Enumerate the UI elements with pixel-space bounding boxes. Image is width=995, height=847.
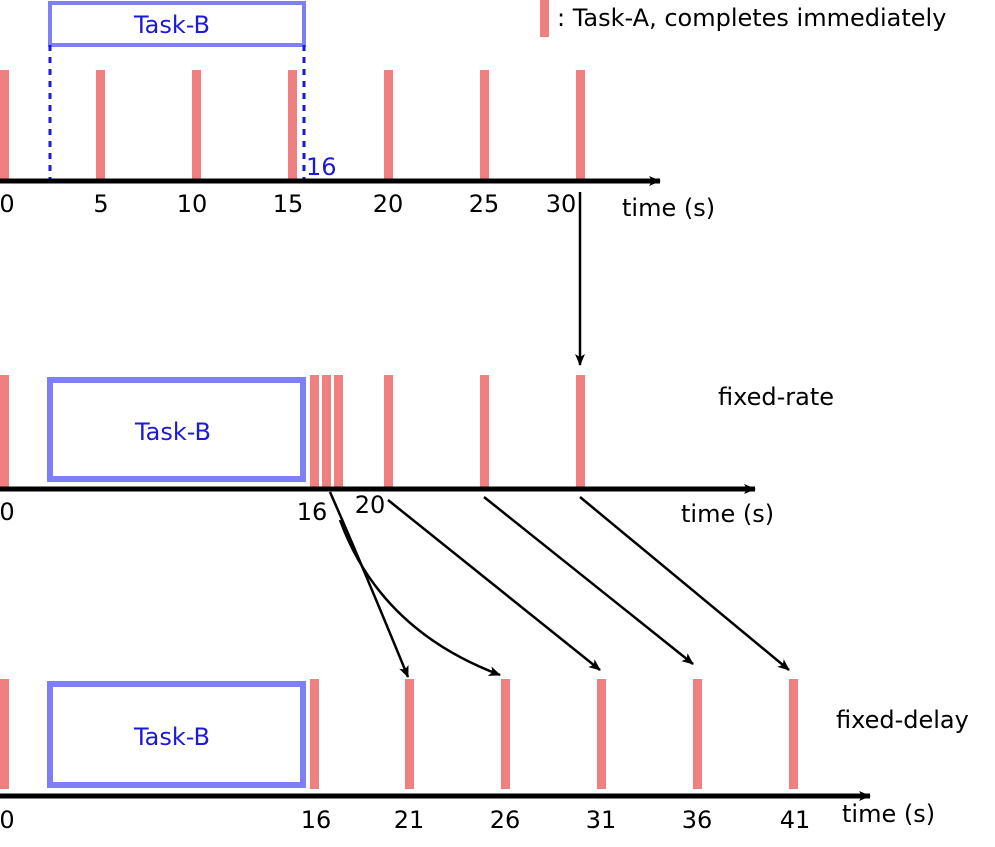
top-tick: 30 [546,190,577,218]
delay-arrow-16-to-21 [328,491,410,678]
top-task-a-bar [192,70,201,180]
fixed-delay-title: fixed-delay [836,706,969,734]
fixed-delay-tick: 16 [301,806,332,834]
legend-task-a-swatch [540,0,549,37]
fixed-rate-task-a-bar [310,375,319,487]
fixed-rate-task-b-label: Task-B [134,418,211,446]
top-timeline: Task-B 16 time (s) 0 5 10 15 20 25 30 [0,1,715,222]
fixed-delay-task-a-bar [405,679,414,789]
delay-arrow-20-to-31 [387,499,601,671]
top-task-a-bar [480,70,489,180]
top-task-a-bar [576,70,585,180]
delay-arrow-30-to-41 [579,496,790,671]
fixed-delay-task-a-bar [0,679,9,789]
top-tick: 10 [177,190,208,218]
legend-label: : Task-A, completes immediately [557,4,946,32]
fixed-rate-task-a-bar [576,375,585,487]
legend: : Task-A, completes immediately [540,0,946,37]
top-tick: 15 [273,190,304,218]
fixed-rate-title: fixed-rate [718,383,834,411]
fixed-rate-to-fixed-delay-arrows [328,491,790,678]
top-tick: 20 [373,190,404,218]
fixed-delay-tick: 36 [682,806,713,834]
top-task-a-bar [96,70,105,180]
fixed-rate-task-a-bar [334,375,343,487]
fixed-rate-task-b-box [47,377,306,482]
top-task-a-bar [0,70,9,180]
fixed-delay-task-a-bar [310,679,319,789]
top-task-a-bar [288,70,297,180]
fixed-delay-task-a-bar [789,679,798,789]
top-tick: 0 [0,190,15,218]
delay-arrow-16-to-26 [338,519,501,677]
fixed-delay-axis-label: time (s) [842,800,935,828]
fixed-delay-task-a-bar [501,679,510,789]
fixed-rate-timeline: fixed-rate Task-B time (s) 0 16 20 [0,375,834,528]
top-end-marker: 16 [306,153,337,181]
top-task-b-box [48,1,306,47]
fixed-delay-task-b-label: Task-B [133,723,210,751]
fixed-rate-axis-label: time (s) [681,500,774,528]
fixed-rate-tick: 0 [0,498,15,526]
fixed-rate-tick: 20 [355,491,386,519]
fixed-rate-tick: 16 [297,498,328,526]
fixed-rate-task-a-bar [384,375,393,487]
fixed-delay-timeline: fixed-delay Task-B time (s) 0 16 21 26 3… [0,679,969,834]
fixed-rate-task-a-bar [480,375,489,487]
fixed-rate-task-a-bar [0,375,9,487]
top-tick: 5 [93,190,108,218]
top-tick: 25 [469,190,500,218]
top-axis-label: time (s) [622,194,715,222]
fixed-delay-tick: 31 [586,806,617,834]
fixed-delay-tick: 0 [0,806,15,834]
fixed-delay-tick: 26 [490,806,521,834]
fixed-delay-tick: 21 [394,806,425,834]
fixed-delay-task-a-bar [597,679,606,789]
fixed-delay-task-b-box [47,681,306,788]
top-task-b-label: Task-B [133,11,210,39]
fixed-delay-task-a-bar [693,679,702,789]
delay-arrow-25-to-36 [483,496,694,665]
fixed-delay-tick: 41 [780,806,811,834]
top-task-a-bar [384,70,393,180]
fixed-rate-task-a-bar [322,375,331,487]
